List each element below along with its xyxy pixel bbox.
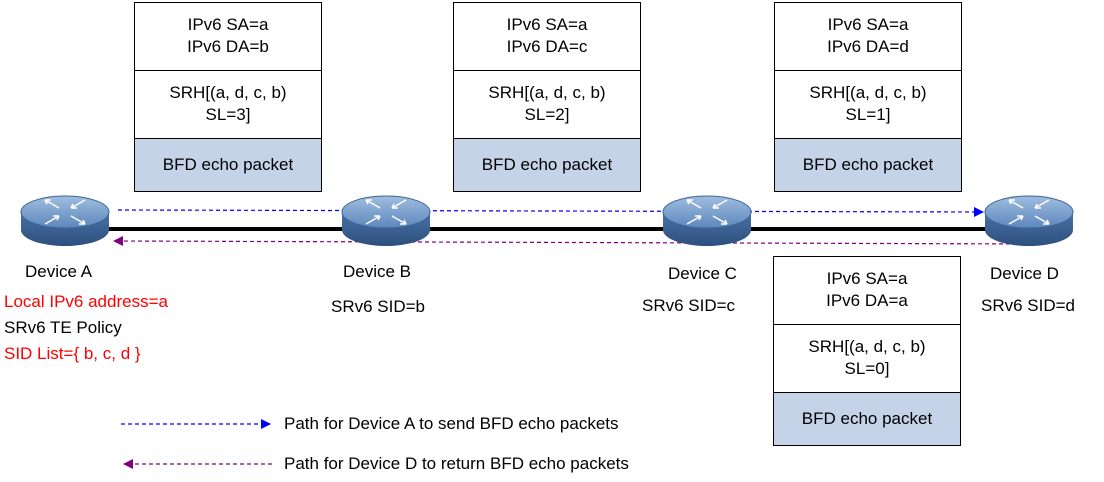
router-icon xyxy=(984,195,1074,247)
ipv6-da: IPv6 DA=b xyxy=(187,37,269,56)
device-c-sid: SRv6 SID=c xyxy=(642,296,736,315)
device-b-label: Device B xyxy=(343,262,412,281)
srh-list: SRH[(a, d, c, b) xyxy=(169,83,287,102)
bfd-payload: BFD echo packet xyxy=(774,393,960,445)
srh-sl: SL=2] xyxy=(524,105,570,124)
packet-box-c-to-d: IPv6 SA=a IPv6 DA=d SRH[(a, d, c, b) SL=… xyxy=(774,2,962,192)
srh-list: SRH[(a, d, c, b) xyxy=(808,337,926,356)
router-icon xyxy=(341,195,431,247)
ipv6-da: IPv6 DA=c xyxy=(506,37,588,56)
bfd-payload: BFD echo packet xyxy=(454,139,640,191)
legend-return-text: Path for Device D to return BFD echo pac… xyxy=(284,454,629,473)
packet-box-d-to-a: IPv6 SA=a IPv6 DA=a SRH[(a, d, c, b) SL=… xyxy=(773,256,961,446)
bfd-payload: BFD echo packet xyxy=(775,139,961,191)
te-policy-label: SRv6 TE Policy xyxy=(4,318,122,337)
router-icon xyxy=(20,195,110,247)
ipv6-sa: IPv6 SA=a xyxy=(827,15,909,34)
packet-box-a-to-b: IPv6 SA=a IPv6 DA=b SRH[(a, d, c, b) SL=… xyxy=(134,2,322,192)
device-a-label: Device A xyxy=(25,262,93,281)
srh-list: SRH[(a, d, c, b) xyxy=(809,83,927,102)
srh-sl: SL=0] xyxy=(844,359,890,378)
bfd-payload: BFD echo packet xyxy=(135,139,321,191)
device-d-sid: SRv6 SID=d xyxy=(981,296,1076,315)
local-address-label: Local IPv6 address=a xyxy=(4,292,168,311)
legend-send-text: Path for Device A to send BFD echo packe… xyxy=(284,414,619,433)
ipv6-header: IPv6 SA=a IPv6 DA=d xyxy=(775,3,961,71)
srh-header: SRH[(a, d, c, b) SL=0] xyxy=(774,325,960,393)
ipv6-header: IPv6 SA=a IPv6 DA=a xyxy=(774,257,960,325)
srh-header: SRH[(a, d, c, b) SL=3] xyxy=(135,71,321,139)
return-path-line xyxy=(113,236,1039,247)
router-icon xyxy=(662,195,752,247)
srh-list: SRH[(a, d, c, b) xyxy=(488,83,606,102)
srh-header: SRH[(a, d, c, b) SL=2] xyxy=(454,71,640,139)
device-d-label: Device D xyxy=(990,264,1059,283)
sid-list-label: SID List={ b, c, d } xyxy=(4,344,141,363)
srh-sl: SL=3] xyxy=(205,105,251,124)
ipv6-da: IPv6 DA=d xyxy=(827,37,909,56)
ipv6-sa: IPv6 SA=a xyxy=(187,15,269,34)
device-c-label: Device C xyxy=(668,264,737,283)
ipv6-sa: IPv6 SA=a xyxy=(506,15,588,34)
send-path-line xyxy=(117,206,984,217)
srh-header: SRH[(a, d, c, b) SL=1] xyxy=(775,71,961,139)
device-b-sid: SRv6 SID=b xyxy=(331,297,426,316)
ipv6-header: IPv6 SA=a IPv6 DA=b xyxy=(135,3,321,71)
packet-box-b-to-c: IPv6 SA=a IPv6 DA=c SRH[(a, d, c, b) SL=… xyxy=(453,2,641,192)
ipv6-header: IPv6 SA=a IPv6 DA=c xyxy=(454,3,640,71)
ipv6-da: IPv6 DA=a xyxy=(826,291,908,310)
srh-sl: SL=1] xyxy=(845,105,891,124)
ipv6-sa: IPv6 SA=a xyxy=(826,269,908,288)
